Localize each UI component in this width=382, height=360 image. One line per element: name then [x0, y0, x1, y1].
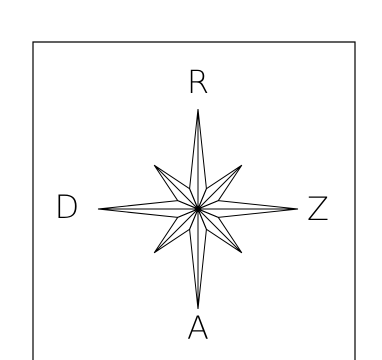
label-east: Z — [307, 190, 329, 228]
label-south: A — [187, 309, 209, 347]
label-north: R — [187, 63, 209, 101]
compass-star-icon — [98, 109, 298, 309]
label-west: D — [55, 188, 80, 226]
